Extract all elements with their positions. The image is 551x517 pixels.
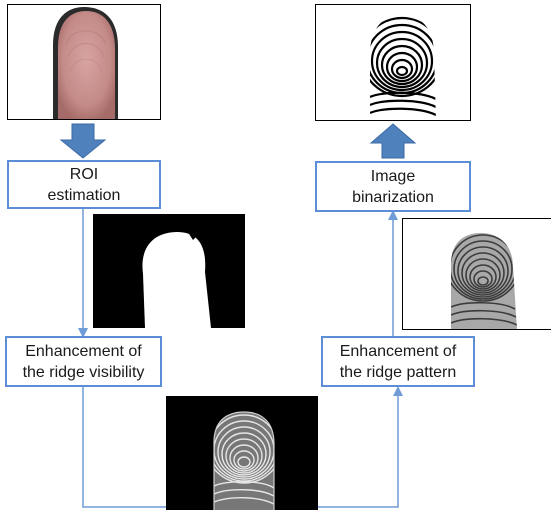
step-roi-estimation: ROI estimation — [7, 160, 161, 209]
step-enhance-ridge-pattern: Enhancement of the ridge pattern — [321, 336, 475, 387]
enhanced-visibility-image — [166, 396, 318, 510]
block-arrow-up — [371, 124, 415, 158]
ridge-pattern-image — [402, 218, 551, 330]
step-enhance-ridge-visibility: Enhancement of the ridge visibility — [5, 336, 162, 387]
roi-mask-image — [93, 214, 245, 328]
block-arrow-down — [61, 124, 105, 158]
step-image-binarization: Image binarization — [315, 161, 471, 212]
binarized-output-image — [315, 4, 471, 121]
input-finger-photo — [7, 4, 161, 120]
